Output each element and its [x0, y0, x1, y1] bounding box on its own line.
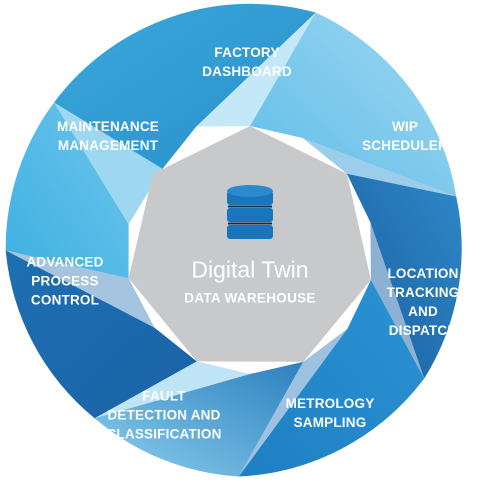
segment-factory-dashboard [54, 3, 316, 169]
label-metrology-sampling: METROLOGY SAMPLING [285, 396, 375, 430]
hub-heptagon [128, 126, 371, 362]
segment-maintenance-management [5, 102, 129, 279]
segment-wip-scheduler [250, 12, 457, 197]
segment-fault-detection [94, 361, 304, 477]
hub-title: Digital Twin [191, 256, 309, 283]
segment-metrology-sampling [238, 280, 425, 477]
label-fault-detection: FAULT DETECTION AND CLASSIFICATION [106, 388, 222, 442]
label-location-tracking: LOCATION TRACKING AND DISPATCH [386, 266, 460, 338]
label-wip-scheduler: WIP SCHEDULER [362, 119, 448, 153]
label-factory-dashboard: FACTORY DASHBOARD [202, 45, 292, 79]
segment-location-tracking [346, 173, 462, 379]
hub-subtitle: DATA WAREHOUSE [184, 290, 316, 306]
label-maintenance-management: MAINTENANCE MANAGEMENT [57, 119, 159, 153]
segment-advanced-process-control [5, 250, 197, 419]
database-icon [227, 185, 273, 239]
label-advanced-process-control: ADVANCED PROCESS CONTROL [26, 254, 104, 308]
